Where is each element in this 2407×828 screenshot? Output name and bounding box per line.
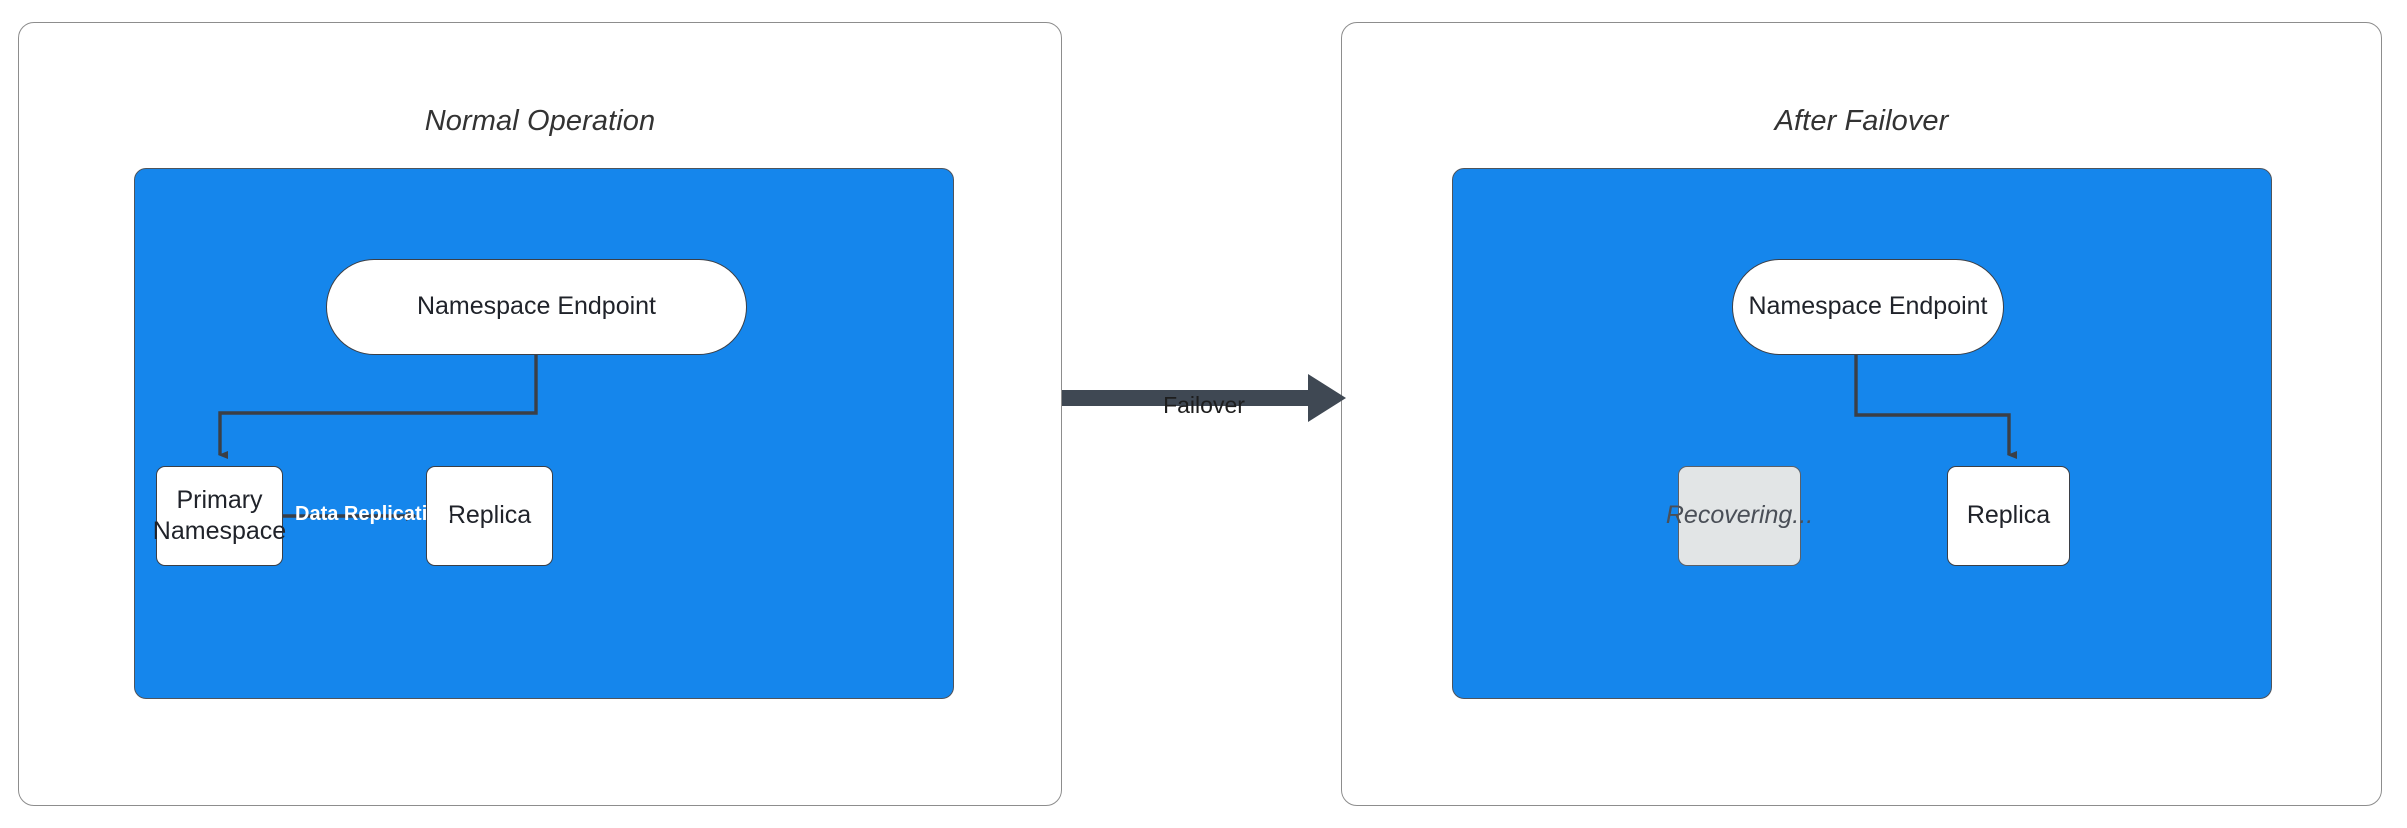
node-label: Recovering...	[1665, 501, 1814, 530]
node-namespace-endpoint-normal[interactable]: Namespace Endpoint	[326, 259, 747, 355]
panel-title-normal-operation: Normal Operation	[424, 105, 656, 137]
node-label: Primary Namespace	[153, 485, 286, 548]
edge-label-data-replication: Data Replication	[295, 503, 452, 525]
node-label-line2: Namespace	[152, 517, 287, 545]
node-replica-normal[interactable]: Replica	[426, 466, 553, 566]
node-label: Replica	[1966, 501, 2051, 530]
node-replica-failover[interactable]: Replica	[1947, 466, 2070, 566]
region-zone-normal	[134, 168, 954, 699]
node-label: Namespace Endpoint	[1748, 292, 1988, 321]
node-recovering[interactable]: Recovering...	[1666, 466, 1813, 566]
node-label: Namespace Endpoint	[416, 292, 657, 321]
panel-after-failover: After Failover Namespace Endpoint Recove…	[1341, 22, 2382, 806]
node-label-line1: Primary	[176, 485, 263, 514]
node-label: Replica	[447, 501, 532, 530]
failover-transition-label: Failover	[1163, 392, 1245, 418]
region-zone-failover	[1452, 168, 2272, 699]
panel-title-after-failover: After Failover	[1774, 105, 1949, 137]
node-primary-namespace[interactable]: Primary Namespace	[153, 466, 286, 566]
panel-normal-operation: Normal Operation Data Replication Namesp…	[18, 22, 1062, 806]
node-namespace-endpoint-failover[interactable]: Namespace Endpoint	[1732, 259, 2004, 355]
failover-transition-arrow	[1062, 374, 1346, 422]
